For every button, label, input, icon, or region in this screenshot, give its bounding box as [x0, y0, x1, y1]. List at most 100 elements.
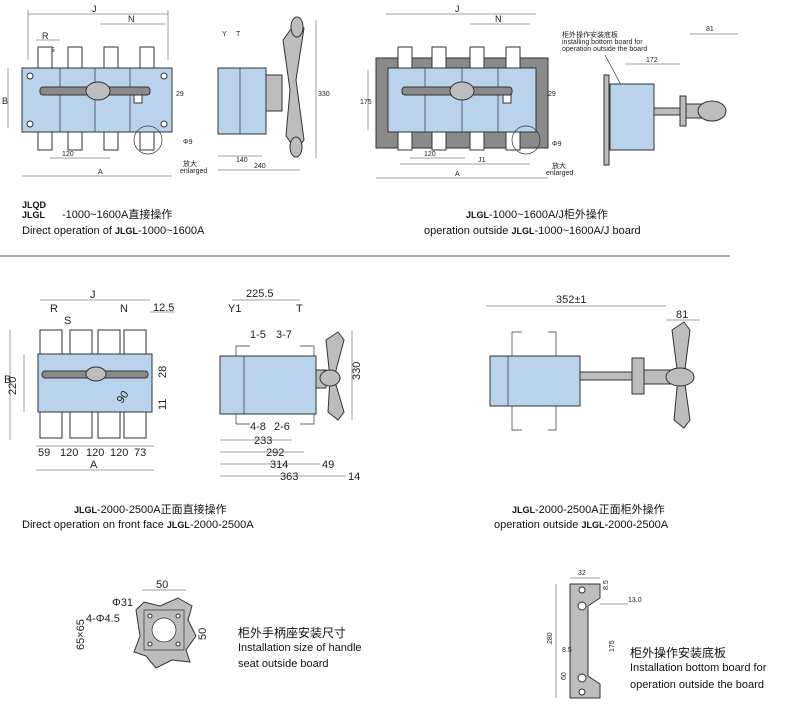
p3-caption-en-prefix: Direct operation on front face [22, 519, 164, 531]
p6-caption-en2: seat outside board [238, 658, 329, 670]
p5-caption-en-suffix: -2000-2500A [604, 519, 669, 531]
p1-side-dim-140: 140 [236, 157, 248, 164]
p2-dim-N: N [495, 14, 502, 24]
p4-dim-330: 330 [351, 362, 363, 380]
p2-dim-120: 120 [424, 151, 436, 158]
p1-dim-N: N [128, 14, 135, 24]
p3-caption-cn-text: -2000-2500A正面直接操作 [97, 504, 227, 516]
p3-dim-11: 11 [157, 399, 169, 410]
p4-dim-2-6: 2-6 [274, 421, 290, 433]
p2-dim-172: 172 [646, 57, 658, 64]
p2-note-en1: installing bottom board for [562, 39, 643, 46]
p3-caption-en-suffix: -2000-2500A [189, 519, 254, 531]
p1-dim-phi9: Φ9 [183, 139, 193, 146]
p5-dim-81: 81 [676, 309, 688, 321]
p2-dim-phi9: Φ9 [552, 141, 562, 148]
panel2-side-view: 柜外操作安装底板 installing bottom board for ope… [562, 26, 738, 166]
p2-caption-cn-text: -1000~1600A/J柜外操作 [489, 209, 608, 221]
p6-dim-holes: 4-Φ4.5 [86, 613, 120, 625]
p2-enlarged-en: enlarged [546, 170, 573, 177]
p1-model-bot: JLGL [22, 210, 46, 220]
p1-caption-en: Direct operation of JLGL-1000~1600A [22, 225, 204, 237]
p4-dim-3-7: 3-7 [276, 329, 292, 341]
panel6-handle-seat: 50 Φ31 4-Φ4.5 65×65 50 [75, 579, 209, 669]
p3-caption-en: Direct operation on front face JLGL-2000… [22, 519, 254, 531]
p1-model-top: JLQD [22, 200, 47, 210]
p3-dim-120b: 120 [86, 447, 104, 459]
p6-dim-50a: 50 [156, 579, 168, 591]
p2-caption-cn: JLGL-1000~1600A/J柜外操作 [466, 206, 608, 222]
p5-caption-cn-text: -2000-2500A正面柜外操作 [535, 504, 665, 516]
p1-dim-J: J [92, 4, 97, 14]
p4-dim-363: 363 [280, 471, 298, 483]
p1-caption-en-model: JLGL [114, 226, 138, 236]
p2-caption-en: operation outside JLGL-1000~1600A/J boar… [424, 225, 641, 237]
p1-dim-120: 120 [62, 151, 74, 158]
p3-dim-R: R [50, 303, 58, 315]
p3-dim-28: 28 [157, 366, 169, 378]
p1-dim-A: A [98, 169, 103, 176]
p1-side-dim-330: 330 [318, 91, 330, 98]
p6-dim-65x65: 65×65 [75, 619, 87, 650]
p7-dim-8-5a: 8.5 [603, 580, 610, 590]
p3-dim-12-5: 12.5 [153, 302, 174, 314]
p2-caption-model: JLGL [466, 210, 490, 220]
p6-caption-en1: Installation size of handle [238, 642, 362, 654]
p5-dim-352: 352±1 [556, 294, 587, 306]
p3-dim-220: 220 [7, 377, 19, 395]
p2-dim-175: 175 [360, 99, 372, 106]
p3-dim-S: S [64, 315, 71, 327]
p1-enlarged-cn: 放大 [183, 159, 197, 168]
p3-dim-120a: 120 [60, 447, 78, 459]
p7-dim-280: 280 [547, 632, 554, 644]
p3-dim-N: N [120, 303, 128, 315]
p1-side-dim-240: 240 [254, 163, 266, 170]
panel2-front-view: J N 175 29 120 J1 A Φ9 放大 enlarged [360, 4, 573, 179]
p7-dim-32: 32 [578, 570, 586, 577]
p1-caption-en-prefix: Direct operation of [22, 225, 112, 237]
p2-dim-J: J [455, 4, 460, 14]
p2-dim-J1: J1 [478, 157, 486, 164]
p2-dim-29: 29 [548, 91, 556, 98]
p1-side-dim-Y: Y [222, 31, 227, 38]
p4-dim-314: 314 [270, 459, 288, 471]
p5-caption-en-prefix: operation outside [494, 519, 579, 531]
p3-caption-model: JLGL [74, 505, 98, 515]
p7-dim-8-5b: 8.5 [562, 647, 572, 654]
p2-dim-A: A [455, 171, 460, 178]
p6-caption-cn: 柜外手柄座安装尺寸 [238, 626, 347, 640]
p1-enlarged-en: enlarged [180, 168, 207, 175]
p7-caption-cn: 柜外操作安装底板 [630, 646, 727, 660]
p1-caption-cn: -1000~1600A直接操作 [62, 209, 173, 221]
p4-dim-1-5: 1-5 [250, 329, 266, 341]
panel5-side-view: 352±1 81 [486, 294, 700, 431]
p7-caption-en1: Installation bottom board for [630, 662, 767, 674]
p1-caption-model: JLQD JLGL [22, 200, 46, 220]
p1-dim-B: B [2, 96, 8, 106]
p1-caption-en-suffix: -1000~1600A [137, 225, 205, 237]
p1-dim-29: 29 [176, 91, 184, 98]
p3-dim-A: A [90, 459, 98, 471]
p4-dim-292: 292 [266, 447, 284, 459]
p2-note-en2: operation outside the board [562, 46, 647, 53]
p3-dim-J: J [90, 289, 96, 301]
p6-dim-50b: 50 [197, 628, 209, 640]
panel7-bottom-board: 32 8.5 13.0 280 175 8.5 60 [547, 570, 642, 699]
p7-dim-13: 13.0 [628, 597, 642, 604]
p2-note-cn: 柜外操作安装底板 [562, 30, 618, 39]
p3-dim-59: 59 [38, 447, 50, 459]
panel1-front-view: J N R S B 29 120 A Φ9 放大 enlarged [2, 4, 207, 177]
p3-dim-73: 73 [134, 447, 146, 459]
panel3-front-view: J 12.5 R S N B 220 28 11 90 59 120 120 1… [4, 289, 175, 471]
p4-dim-Y1: Y1 [228, 303, 241, 315]
p3-caption-en-model: JLGL [166, 520, 190, 530]
p4-dim-225-5: 225.5 [246, 288, 274, 300]
p6-dim-phi31: Φ31 [112, 597, 133, 609]
p3-caption-cn: JLGL-2000-2500A正面直接操作 [74, 501, 227, 517]
p3-dim-90: 90 [115, 389, 132, 406]
p2-caption-en-suffix: -1000~1600A/J board [534, 225, 641, 237]
p2-dim-81: 81 [706, 26, 714, 33]
p4-dim-T: T [296, 303, 303, 315]
p2-caption-en-prefix: operation outside [424, 225, 509, 237]
